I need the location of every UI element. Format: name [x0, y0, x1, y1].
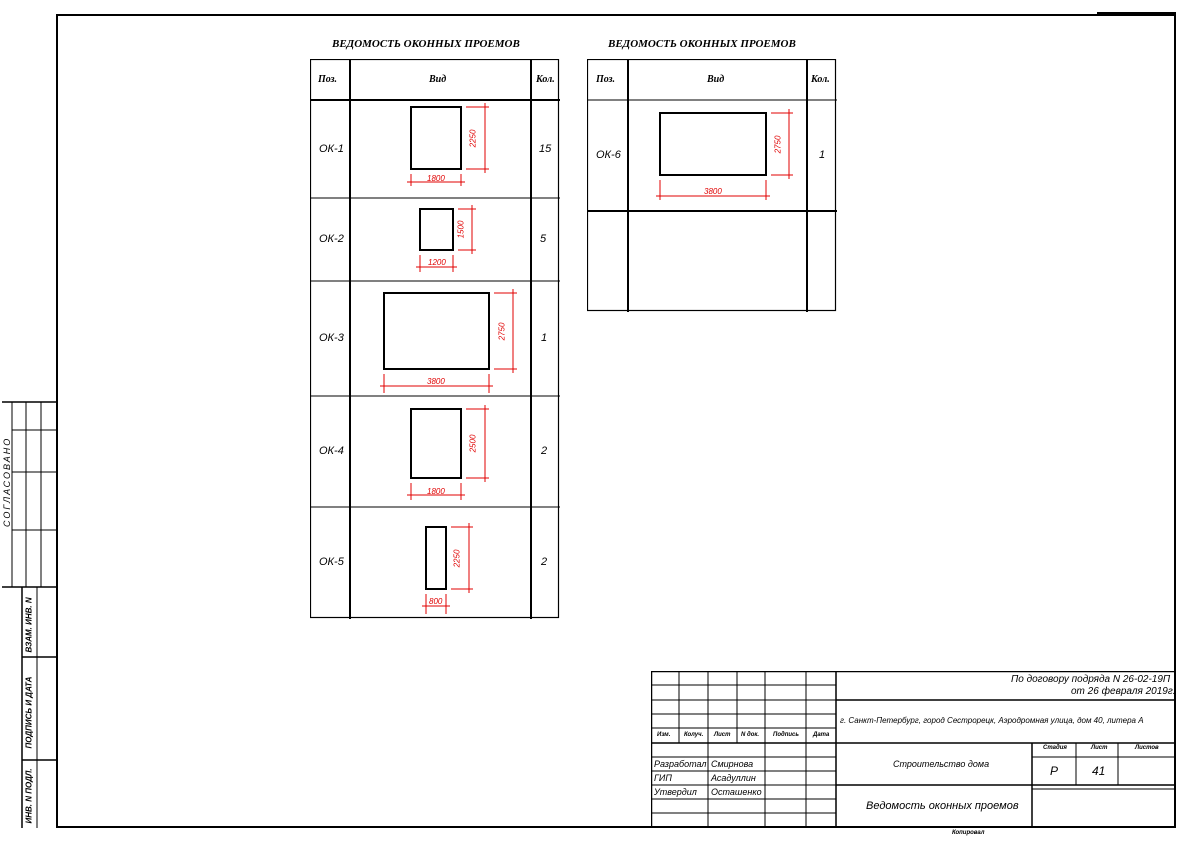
ok6-width-dim: 3800: [704, 187, 722, 196]
ok2-width-dim: 1200: [428, 258, 446, 267]
table1-title: ВЕДОМОСТЬ ОКОННЫХ ПРОЕМОВ: [332, 38, 520, 50]
role-developer: Разработал: [654, 759, 707, 769]
table2-row1-qty: 1: [819, 149, 826, 161]
rev-header-ndok: N док.: [741, 732, 760, 738]
table2-header-qty: Кол.: [811, 74, 830, 85]
table1-row1-pos: ОК-1: [319, 143, 344, 155]
role-gip: ГИП: [654, 773, 672, 783]
table1-row3-pos: ОК-3: [319, 332, 344, 344]
table1-row4-pos: ОК-4: [319, 445, 344, 457]
table1-row5-qty: 2: [541, 556, 548, 568]
name-developer: Смирнова: [711, 759, 754, 769]
table2-title: ВЕДОМОСТЬ ОКОННЫХ ПРОЕМОВ: [608, 38, 796, 50]
sign-date-label: ПОДПИСЬ И ДАТА: [24, 676, 34, 749]
sheets-label: Листов: [1135, 745, 1159, 751]
table2-row1-pos: ОК-6: [596, 149, 621, 161]
table1-row2-pos: ОК-2: [319, 233, 344, 245]
role-approver: Утвердил: [654, 787, 697, 797]
ok5-width-dim: 800: [429, 597, 443, 606]
rev-header-izm: Изм.: [657, 732, 671, 738]
project-name: Строительство дома: [893, 759, 990, 769]
name-gip: Асадуллин: [711, 773, 756, 783]
sidebar-stamp: СОГЛАСОВАНО ВЗАМ. ИНВ. N ПОДПИСЬ И ДАТА …: [0, 0, 58, 842]
ok2-height-dim: 1500: [456, 220, 466, 239]
table1-row3-qty: 1: [541, 332, 548, 344]
table2: Поз. Вид Кол. ОК-6 1: [587, 59, 837, 312]
sheet-value: 41: [1092, 764, 1106, 778]
object-address: г. Санкт-Петербург, город Сестрорецк, Аэ…: [840, 716, 1144, 725]
table1-row2-qty: 5: [540, 233, 547, 245]
stage-value: Р: [1050, 764, 1059, 778]
table1-row1-qty: 15: [539, 143, 552, 155]
inv-replace-label: ВЗАМ. ИНВ. N: [24, 597, 34, 653]
table2-grid: [587, 59, 837, 312]
ok5-height-dim: 2250: [452, 549, 462, 568]
rev-header-podpis: Подпись: [773, 732, 799, 738]
inv-orig-label: ИНВ. N ПОДЛ.: [24, 768, 34, 824]
table1-row5-pos: ОК-5: [319, 556, 344, 568]
name-approver: Осташенко: [711, 787, 762, 797]
ok4-width-dim: 1800: [427, 487, 445, 496]
contract-line1: По договору подряда N 26-02-19П: [1011, 674, 1171, 685]
table2-header-view: Вид: [707, 74, 725, 85]
drawing-frame: [56, 14, 1176, 828]
stage-label: Стадия: [1043, 745, 1067, 751]
title-block-grid: [651, 671, 1176, 828]
title-block: По договору подряда N 26-02-19П от 26 фе…: [651, 671, 1176, 828]
ok1-width-dim: 1800: [427, 174, 445, 183]
agreed-label: СОГЛАСОВАНО: [2, 436, 12, 527]
rev-header-list: Лист: [714, 732, 731, 738]
rev-header-koluch: Колуч.: [684, 732, 704, 738]
sheet-title: Ведомость оконных проемов: [866, 800, 1019, 812]
contract-line2: от 26 февраля 2019г.: [1071, 686, 1176, 697]
table1-header-view: Вид: [429, 74, 447, 85]
table2-header-pos: Поз.: [596, 74, 616, 85]
rev-header-data: Дата: [813, 732, 830, 738]
ok3-width-dim: 3800: [427, 377, 445, 386]
table1-row4-qty: 2: [541, 445, 548, 457]
ok1-height-dim: 2250: [468, 129, 478, 148]
sidebar-lines: [2, 401, 56, 828]
table1: Поз. Вид Кол. ОК-1 15 ОК-2 5 ОК-3 1 ОК-4…: [310, 59, 560, 619]
sheet-label: Лист: [1091, 745, 1108, 751]
format-copied-label: Копировал: [952, 830, 985, 836]
ok3-height-dim: 2750: [497, 322, 507, 341]
table1-header-pos: Поз.: [318, 74, 338, 85]
table1-header-qty: Кол.: [536, 74, 555, 85]
frame-top-tick: [1097, 12, 1176, 14]
ok4-height-dim: 2500: [468, 434, 478, 453]
table1-grid: [310, 59, 560, 619]
